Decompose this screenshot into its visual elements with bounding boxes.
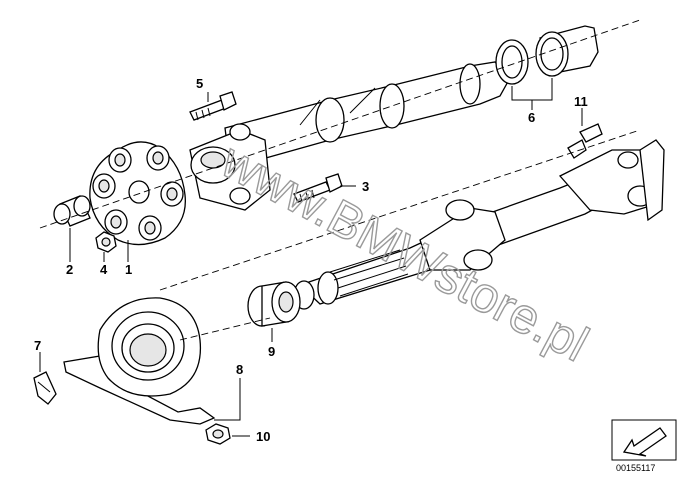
ring-set-part-6 — [495, 25, 599, 85]
watermark-text: www.BMWstore.pl — [212, 132, 597, 372]
bolt-part-11 — [567, 123, 603, 159]
drive-shaft — [293, 139, 665, 310]
clip-part-7 — [33, 371, 57, 405]
bearing-part-9 — [247, 281, 301, 327]
callout-2: 2 — [66, 262, 73, 277]
callouts: 1 2 3 4 5 6 7 8 9 10 11 — [34, 76, 588, 444]
orientation-box — [611, 419, 677, 461]
callout-3: 3 — [362, 179, 369, 194]
callout-8: 8 — [236, 362, 243, 377]
callout-11: 11 — [574, 94, 588, 109]
bolt-part-3 — [293, 173, 343, 203]
sleeve-part-2 — [53, 195, 91, 227]
callout-1: 1 — [125, 262, 132, 277]
bolt-part-5 — [189, 91, 237, 121]
nut-part-4 — [95, 231, 117, 253]
leader-lines — [39, 19, 641, 437]
callout-10: 10 — [256, 429, 270, 444]
callout-6: 6 — [528, 110, 535, 125]
flex-disc-part-1 — [89, 141, 186, 246]
image-code: 00155117 — [616, 463, 655, 473]
callout-7: 7 — [34, 338, 41, 353]
upper-shaft — [224, 61, 511, 169]
callout-5: 5 — [196, 76, 203, 91]
callout-9: 9 — [268, 344, 275, 359]
callout-4: 4 — [100, 262, 108, 277]
nut-part-10 — [205, 423, 231, 445]
drive-flange — [189, 123, 271, 211]
direction-arrow-icon — [622, 427, 667, 457]
center-bearing-part-8 — [63, 297, 216, 425]
